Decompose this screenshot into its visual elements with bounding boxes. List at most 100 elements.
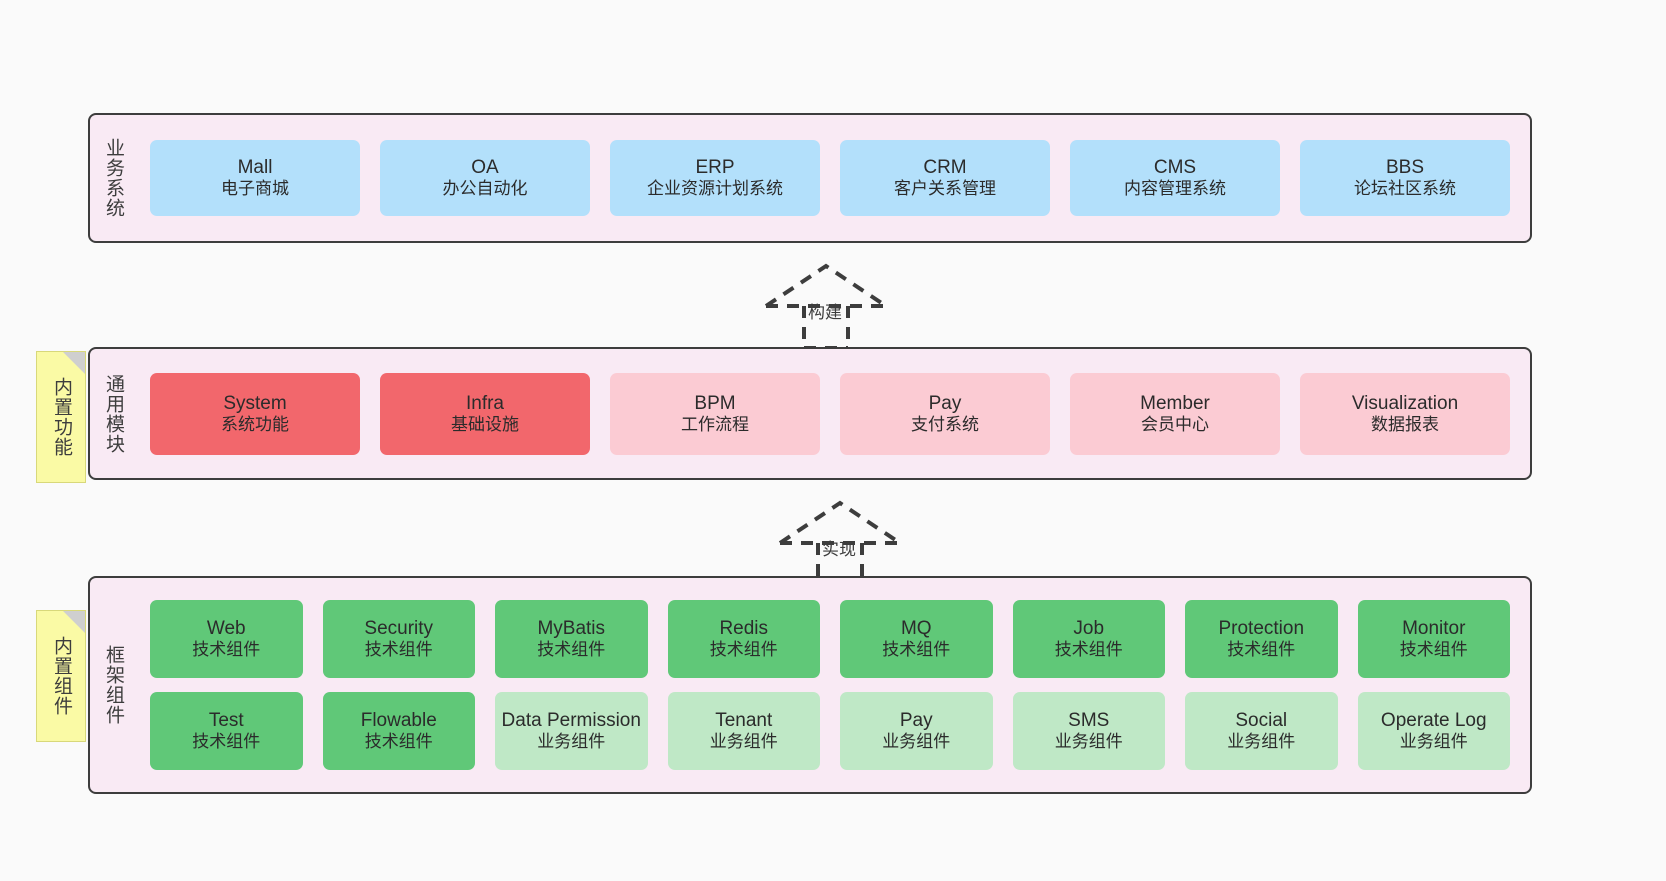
node-bbs[interactable]: BBS 论坛社区系统 [1300, 140, 1510, 216]
node-pay-component[interactable]: Pay 业务组件 [840, 692, 993, 770]
node-subtitle: 技术组件 [537, 640, 606, 660]
node-subtitle: 支付系统 [911, 414, 979, 434]
node-subtitle: 系统功能 [221, 414, 289, 434]
node-data-permission[interactable]: Data Permission 业务组件 [495, 692, 648, 770]
node-title: ERP [695, 157, 735, 179]
node-title: Monitor [1402, 618, 1466, 640]
node-title: Protection [1218, 618, 1305, 640]
node-subtitle: 业务组件 [1054, 732, 1123, 752]
node-subtitle: 技术组件 [1227, 640, 1296, 660]
node-subtitle: 基础设施 [451, 414, 519, 434]
framework-tech-component-row: Web 技术组件 Security 技术组件 MyBatis 技术组件 Redi… [140, 600, 1520, 678]
node-title: Social [1235, 710, 1288, 732]
node-subtitle: 数据报表 [1371, 414, 1439, 434]
layer-title-framework-components: 框架组件 [103, 645, 125, 725]
implement-arrow-icon [778, 500, 902, 587]
node-subtitle: 技术组件 [192, 732, 261, 752]
connector-build: 构建 [756, 258, 936, 350]
node-subtitle: 企业资源计划系统 [647, 179, 783, 199]
node-subtitle: 技术组件 [882, 640, 951, 660]
node-infra[interactable]: Infra 基础设施 [380, 372, 590, 455]
node-title: SMS [1068, 710, 1110, 732]
node-title: MQ [900, 618, 932, 640]
node-title: CRM [923, 157, 967, 179]
node-security[interactable]: Security 技术组件 [322, 600, 475, 678]
node-subtitle: 办公自动化 [442, 179, 528, 199]
connector-build-label: 构建 [808, 303, 842, 322]
layer-business-system: 业务系统 Mall 电子商城 OA 办公自动化 ERP 企业资源计划系统 CRM… [88, 113, 1532, 243]
node-title: Pay [899, 710, 933, 732]
node-title: Tenant [715, 710, 773, 732]
node-subtitle: 工作流程 [681, 414, 749, 434]
build-arrow-icon [764, 263, 888, 350]
node-title: Member [1140, 392, 1210, 414]
node-title: BBS [1385, 157, 1425, 179]
node-test[interactable]: Test 技术组件 [150, 692, 303, 770]
node-visualization[interactable]: Visualization 数据报表 [1300, 372, 1510, 455]
node-title: BPM [694, 392, 736, 414]
layer-framework-components: 框架组件 Web 技术组件 Security 技术组件 MyBatis 技术组件… [88, 576, 1532, 794]
node-title: System [223, 392, 287, 414]
node-member[interactable]: Member 会员中心 [1070, 372, 1280, 455]
node-subtitle: 业务组件 [1227, 732, 1296, 752]
layer-general-modules: 通用模块 System 系统功能 Infra 基础设施 BPM 工作流程 Pay… [88, 347, 1532, 480]
node-system[interactable]: System 系统功能 [150, 372, 360, 455]
node-mybatis[interactable]: MyBatis 技术组件 [495, 600, 648, 678]
node-title: Security [364, 618, 434, 640]
node-redis[interactable]: Redis 技术组件 [667, 600, 820, 678]
layer-title-business-system: 业务系统 [103, 138, 125, 218]
node-subtitle: 技术组件 [364, 732, 433, 752]
node-title: Web [206, 618, 246, 640]
node-subtitle: 电子商城 [221, 179, 289, 199]
node-sms[interactable]: SMS 业务组件 [1012, 692, 1165, 770]
note-built-in-components: 内置组件 [36, 610, 86, 742]
node-pay-module[interactable]: Pay 支付系统 [840, 372, 1050, 455]
note-label: 内置功能 [51, 377, 73, 457]
node-title: Test [208, 710, 244, 732]
node-oa[interactable]: OA 办公自动化 [380, 140, 590, 216]
node-web[interactable]: Web 技术组件 [150, 600, 303, 678]
node-tenant[interactable]: Tenant 业务组件 [667, 692, 820, 770]
node-operate-log[interactable]: Operate Log 业务组件 [1357, 692, 1510, 770]
framework-business-component-row: Test 技术组件 Flowable 技术组件 Data Permission … [140, 692, 1520, 770]
node-title: Mall [237, 157, 273, 179]
node-mall[interactable]: Mall 电子商城 [150, 140, 360, 216]
connector-implement: 实现 [770, 495, 950, 587]
node-subtitle: 会员中心 [1141, 414, 1209, 434]
business-system-node-row: Mall 电子商城 OA 办公自动化 ERP 企业资源计划系统 CRM 客户关系… [140, 140, 1520, 216]
node-title: Data Permission [501, 710, 641, 732]
node-title: CMS [1153, 157, 1197, 179]
node-protection[interactable]: Protection 技术组件 [1185, 600, 1338, 678]
node-title: Pay [928, 392, 962, 414]
node-bpm[interactable]: BPM 工作流程 [610, 372, 820, 455]
node-subtitle: 业务组件 [709, 732, 778, 752]
node-title: Visualization [1351, 392, 1459, 414]
connector-implement-label: 实现 [822, 540, 856, 559]
general-module-node-row: System 系统功能 Infra 基础设施 BPM 工作流程 Pay 支付系统… [140, 372, 1520, 455]
node-subtitle: 技术组件 [1399, 640, 1468, 660]
node-subtitle: 业务组件 [1399, 732, 1468, 752]
node-title: Job [1073, 618, 1105, 640]
node-subtitle: 内容管理系统 [1124, 179, 1226, 199]
node-monitor[interactable]: Monitor 技术组件 [1357, 600, 1510, 678]
note-built-in-features: 内置功能 [36, 351, 86, 483]
note-fold-corner-icon [63, 611, 85, 633]
node-cms[interactable]: CMS 内容管理系统 [1070, 140, 1280, 216]
node-subtitle: 论坛社区系统 [1354, 179, 1456, 199]
node-subtitle: 业务组件 [882, 732, 951, 752]
node-title: OA [471, 157, 499, 179]
node-title: Flowable [360, 710, 437, 732]
node-crm[interactable]: CRM 客户关系管理 [840, 140, 1050, 216]
node-mq[interactable]: MQ 技术组件 [840, 600, 993, 678]
note-label: 内置组件 [51, 636, 73, 716]
node-subtitle: 技术组件 [1054, 640, 1123, 660]
node-erp[interactable]: ERP 企业资源计划系统 [610, 140, 820, 216]
layer-title-general-modules: 通用模块 [103, 373, 125, 454]
node-social[interactable]: Social 业务组件 [1185, 692, 1338, 770]
node-job[interactable]: Job 技术组件 [1012, 600, 1165, 678]
node-title: Infra [465, 392, 505, 414]
node-subtitle: 技术组件 [192, 640, 261, 660]
node-flowable[interactable]: Flowable 技术组件 [322, 692, 475, 770]
node-subtitle: 技术组件 [364, 640, 433, 660]
